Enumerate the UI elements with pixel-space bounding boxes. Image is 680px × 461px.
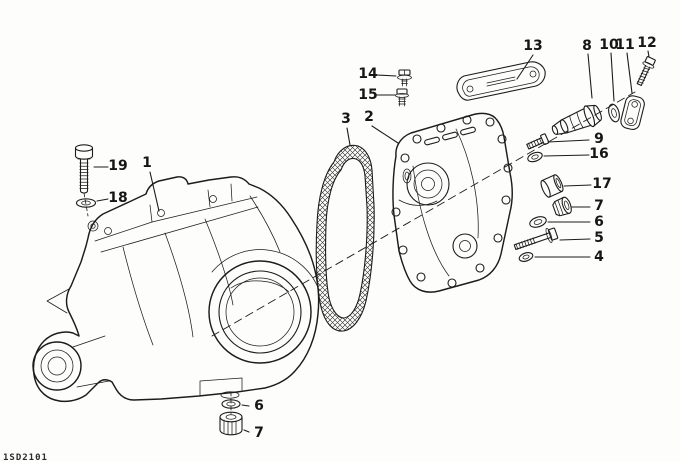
corner-code: 1SD2101 — [3, 453, 48, 461]
plug-part-7-right — [552, 196, 572, 217]
bolt-part-9 — [526, 133, 550, 150]
leader-17 — [563, 184, 592, 187]
housing-outline — [32, 176, 320, 403]
leader-2 — [371, 125, 399, 144]
cover-bolt-holes — [391, 115, 513, 288]
leader-10 — [610, 52, 615, 102]
leader-8 — [587, 53, 593, 99]
callout-1: 1 — [142, 155, 152, 171]
callout-7-bottom: 7 — [254, 425, 264, 441]
washer-part-18 — [75, 198, 97, 208]
leader-11 — [626, 52, 633, 94]
gasket-ring — [315, 144, 375, 332]
callout-4: 4 — [594, 249, 604, 265]
callout-5: 5 — [594, 230, 604, 246]
leader-7-bottom — [243, 429, 250, 433]
washer-part-16 — [527, 151, 543, 163]
leader-3 — [346, 127, 351, 146]
callout-14: 14 — [358, 66, 378, 82]
callout-16: 16 — [589, 146, 609, 162]
leader-6-bottom — [241, 404, 250, 407]
callout-2: 2 — [364, 109, 374, 125]
axis-centerline — [83, 91, 636, 415]
leader-18 — [96, 198, 109, 202]
cover-outline — [392, 112, 513, 293]
leader-1 — [149, 171, 160, 212]
callout-9: 9 — [594, 131, 604, 147]
cover-boss — [452, 233, 478, 259]
callout-18: 18 — [108, 190, 128, 206]
spacer-part-17 — [540, 174, 564, 198]
callout-15: 15 — [358, 87, 378, 103]
screw-part-12 — [636, 56, 656, 86]
leader-16 — [543, 154, 590, 157]
callout-6-bottom: 6 — [254, 398, 264, 414]
callout-6-right: 6 — [594, 214, 604, 230]
cover-hub — [406, 162, 450, 206]
cover-part-2 — [391, 112, 513, 293]
bolt-part-5 — [513, 227, 559, 251]
callout-12: 12 — [637, 35, 657, 51]
flange-part-11 — [620, 95, 645, 131]
callout-3: 3 — [341, 111, 351, 127]
snout-outer-circle — [32, 341, 82, 391]
seal-ring-part-10 — [608, 103, 620, 123]
washer-part-6-bottom — [221, 399, 241, 409]
callout-13: 13 — [523, 38, 543, 54]
screw-part-15 — [395, 88, 409, 107]
callout-7-right: 7 — [594, 198, 604, 214]
leader-14 — [376, 74, 397, 77]
cover-vent-slots — [424, 126, 476, 146]
callout-11: 11 — [615, 37, 635, 53]
callout-19: 19 — [108, 158, 128, 174]
leader-9 — [547, 139, 590, 143]
callout-17: 17 — [592, 176, 612, 192]
screw-part-14 — [397, 69, 412, 87]
main-opening-outer-circle — [208, 260, 312, 364]
leader-13 — [516, 54, 534, 80]
bolt-part-19 — [74, 144, 94, 194]
leader-lines — [93, 50, 650, 433]
breather-part-8 — [551, 104, 602, 135]
housing-part-1 — [32, 176, 320, 403]
gasket-part-3 — [315, 144, 375, 332]
washer-part-6-right — [529, 216, 547, 228]
plug-part-7-bottom — [219, 411, 243, 436]
callout-8: 8 — [582, 38, 592, 54]
plate-part-13 — [456, 61, 546, 101]
leader-12 — [647, 50, 650, 58]
callout-10: 10 — [599, 37, 619, 53]
leader-5 — [559, 238, 591, 241]
washer-part-4 — [518, 252, 534, 262]
